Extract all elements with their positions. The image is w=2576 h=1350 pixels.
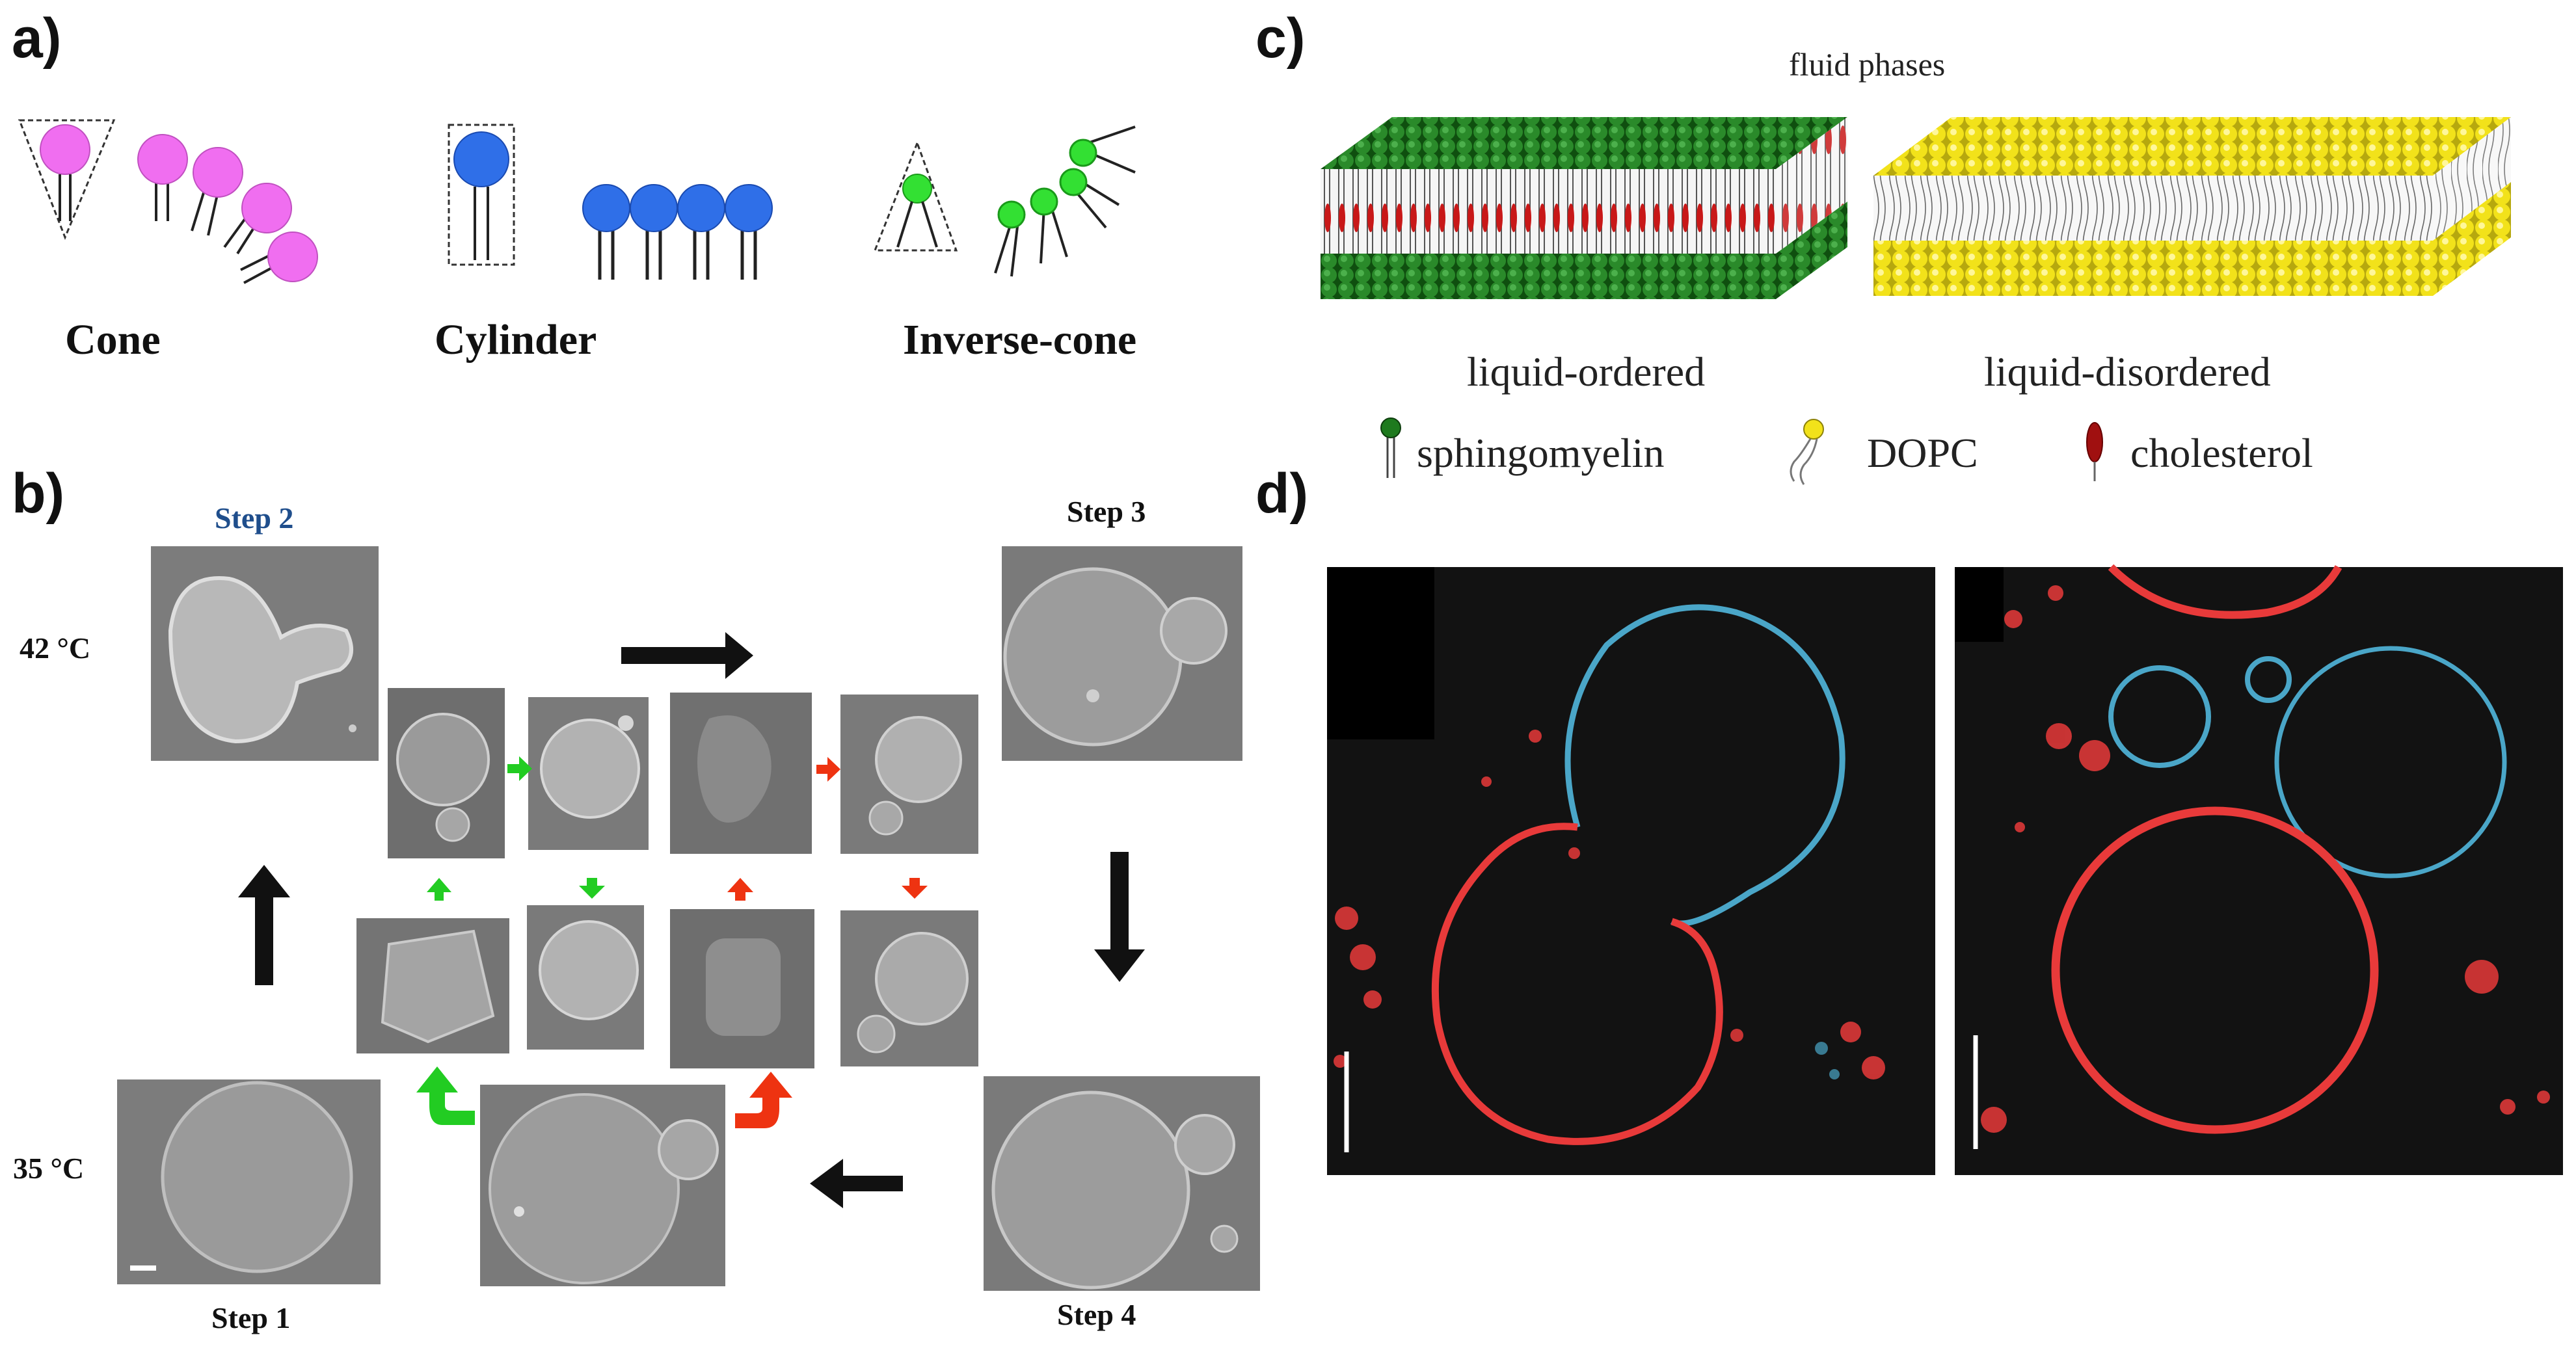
panel-label-d: d)	[1255, 462, 1309, 525]
panel-label-c: c)	[1255, 7, 1306, 70]
arrow-down-icon	[1094, 852, 1145, 982]
panel-label-a: a)	[12, 7, 62, 70]
green-arrow-right-icon	[507, 756, 532, 781]
panel-label-b: b)	[12, 462, 65, 525]
red-arrow-right-icon	[816, 757, 840, 782]
fluid-phases-title: fluid phases	[1789, 46, 1946, 83]
confocal-image-right	[1955, 564, 2563, 1175]
inverse-cone-lipid-icon	[873, 140, 958, 252]
panel-b-arrows	[238, 632, 1145, 1208]
step-2-label: Step 2	[215, 501, 294, 535]
transition-micrograph-green-1	[388, 688, 505, 858]
step-4-micrograph	[984, 1076, 1260, 1291]
sphingomyelin-legend-label: sphingomyelin	[1417, 430, 1665, 476]
step-1-micrograph	[117, 1079, 381, 1284]
transition-micrograph-red-3	[670, 909, 814, 1068]
red-curved-arrow-icon	[735, 1072, 792, 1128]
step-3-micrograph	[1002, 546, 1242, 761]
green-curved-arrow-icon	[416, 1066, 475, 1125]
inverse-cone-label: Inverse-cone	[903, 316, 1137, 364]
cylinder-label: Cylinder	[435, 316, 597, 364]
cholesterol-icon	[2086, 422, 2103, 481]
arrow-left-icon	[810, 1159, 903, 1208]
transition-micrograph-red-4	[840, 910, 978, 1066]
inverse-cone-lipid-curved-row	[994, 126, 1136, 277]
cone-lipid-icon	[18, 119, 116, 241]
liquid-ordered-bilayer	[1321, 117, 1847, 299]
panel-a-diagram	[18, 119, 1136, 284]
transition-micrograph-red-1	[670, 693, 812, 854]
green-arrow-down-icon	[579, 878, 605, 899]
cone-label: Cone	[65, 316, 161, 364]
transition-micrograph-red-2	[840, 695, 978, 854]
red-arrow-up-icon	[727, 878, 753, 901]
green-arrow-up-icon	[427, 878, 451, 901]
cylinder-lipid-icon	[448, 124, 515, 266]
step-3-label: Step 3	[1067, 495, 1146, 528]
liquid-ordered-label: liquid-ordered	[1467, 349, 1706, 395]
transition-micrograph-green-4	[527, 905, 644, 1050]
dopc-legend-label: DOPC	[1867, 430, 1978, 476]
arrow-right-icon	[621, 632, 753, 679]
transition-micrograph-green-2	[528, 697, 649, 850]
step-1-label: Step 1	[211, 1301, 291, 1334]
cylinder-lipid-row	[582, 184, 773, 280]
temperature-35-label: 35 °C	[13, 1152, 85, 1185]
liquid-disordered-bilayer	[1873, 117, 2511, 296]
cone-lipid-curved-row	[137, 134, 318, 284]
transition-micrograph-green-3	[356, 918, 509, 1053]
dopc-icon	[1790, 419, 1824, 485]
transition-micrograph-bottom	[480, 1085, 725, 1286]
arrow-up-icon	[238, 865, 290, 985]
liquid-disordered-label: liquid-disordered	[1984, 349, 2271, 395]
confocal-image-left	[1327, 567, 1935, 1175]
step-4-label: Step 4	[1057, 1298, 1136, 1331]
red-arrow-down-icon	[902, 878, 928, 899]
temperature-42-label: 42 °C	[20, 631, 91, 665]
sphingomyelin-icon	[1380, 417, 1401, 478]
step-2-micrograph	[151, 546, 379, 761]
cholesterol-legend-label: cholesterol	[2130, 430, 2313, 476]
